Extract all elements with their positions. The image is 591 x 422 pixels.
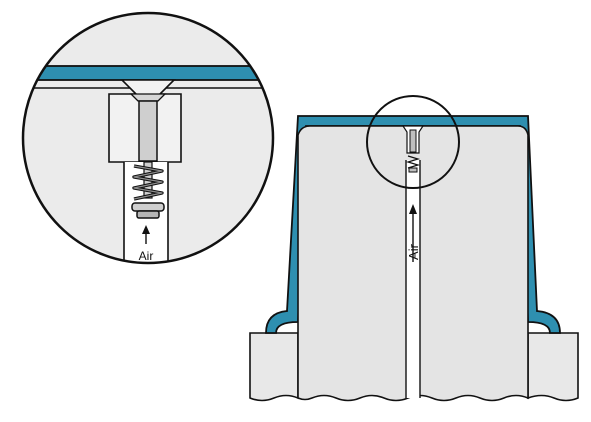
air-label-main: Air [406,243,421,260]
detail-poppet [131,202,165,219]
air-channel [406,160,420,398]
air-flow-detail: Air [139,225,154,263]
main-assembly: Air [249,95,579,402]
detail-valve-stem [138,100,158,162]
detail-circle-outline [21,11,275,265]
air-flow-main: Air [406,204,421,262]
detail-view: Air [21,11,275,265]
base-right-block [527,332,579,402]
arrow-up-icon [142,225,150,244]
base-left-block [249,332,299,402]
detail-spring [132,161,164,201]
air-label-detail: Air [139,249,154,263]
arrow-up-icon [409,204,417,262]
cover-shell [265,115,561,334]
small-valve [401,125,425,173]
detail-callout-circle [366,95,460,189]
